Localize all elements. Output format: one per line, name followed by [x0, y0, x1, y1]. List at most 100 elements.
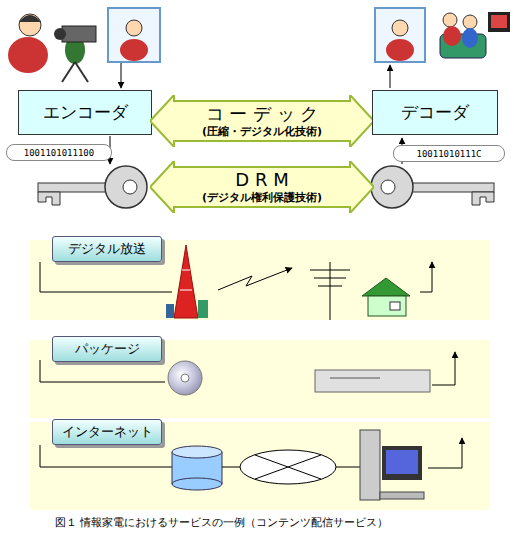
- tripod-leg: [75, 62, 88, 82]
- decoder-box: デコーダ: [372, 90, 498, 135]
- flow-line: [40, 445, 172, 467]
- flow-line: [40, 262, 172, 292]
- wire: [222, 467, 240, 468]
- disc: [168, 361, 202, 395]
- node-text: エンコーダ: [43, 101, 128, 124]
- viewers: [440, 12, 510, 58]
- service-label: デジタル放送: [52, 236, 162, 262]
- person-head: [126, 20, 142, 36]
- network-ellipse: [240, 450, 336, 484]
- house-roof: [362, 278, 410, 296]
- data-bubble: 1001101011100: [6, 144, 112, 161]
- building: [198, 300, 208, 318]
- figure-caption: 図１ 情報家電におけるサービスの一例（コンテンツ配信サービス）: [55, 515, 389, 530]
- person-body: [443, 26, 461, 46]
- antenna-element: [318, 286, 342, 287]
- person-head: [463, 15, 477, 29]
- antenna-mast: [330, 262, 331, 320]
- tv: [488, 12, 510, 32]
- arrow: [390, 65, 391, 88]
- node-text: インターネット: [62, 423, 153, 441]
- tower: [174, 245, 198, 318]
- antenna-element: [314, 278, 346, 279]
- house: [362, 278, 410, 316]
- key-head: [105, 166, 147, 208]
- disc-slot: [330, 378, 380, 379]
- monitor-screen: [386, 450, 418, 474]
- key-head: [371, 166, 413, 208]
- frame: [375, 8, 425, 62]
- cylinder-side: [222, 452, 223, 484]
- arrow: [121, 63, 122, 88]
- key-teeth: [38, 192, 60, 205]
- house-window: [390, 302, 400, 310]
- person-head: [19, 14, 41, 36]
- node-subtext: (デジタル権利保護技術): [202, 191, 322, 205]
- keyboard: [380, 492, 424, 499]
- cylinder-bottom: [172, 478, 222, 490]
- person-head: [443, 13, 457, 27]
- key-shaft: [38, 183, 108, 192]
- person-body: [462, 28, 478, 48]
- cylinder-side: [172, 452, 173, 484]
- node-text: コ ー デ ッ ク: [206, 103, 319, 125]
- person-hair: [19, 15, 41, 22]
- person-body: [8, 37, 48, 73]
- data-bubble: 10011010111C: [393, 145, 505, 162]
- broadcast-tower: [166, 245, 208, 318]
- computer: [360, 430, 424, 500]
- cylinder-top: [172, 446, 222, 458]
- service-band: [30, 340, 490, 418]
- picture-frame: [375, 8, 425, 62]
- tripod-leg: [62, 62, 75, 82]
- picture-frame: [108, 8, 160, 62]
- person-body: [120, 39, 148, 61]
- tv-screen: [491, 15, 507, 28]
- arrow: [432, 352, 455, 385]
- network-line: [255, 455, 321, 479]
- key-hole: [381, 180, 395, 194]
- node-text: 10011010111C: [416, 149, 481, 159]
- server-storage: [172, 446, 222, 490]
- pc-tower: [360, 430, 380, 500]
- node-text: デコーダ: [401, 101, 469, 124]
- person-body: [386, 39, 414, 61]
- node-text: パッケージ: [75, 340, 140, 358]
- arrow-outline: [150, 95, 374, 147]
- key-shaft: [410, 183, 494, 192]
- tower-bar: [180, 290, 192, 291]
- arrow-outline: [150, 161, 374, 213]
- dvd-player: [315, 370, 430, 392]
- encoder-box: エンコーダ: [18, 90, 152, 135]
- camera: [62, 26, 96, 42]
- service-band: [30, 422, 490, 510]
- camera-operator: [8, 14, 96, 82]
- person-head: [392, 20, 408, 36]
- service-label: パッケージ: [52, 336, 162, 362]
- frame: [108, 8, 160, 62]
- antenna-element: [310, 270, 350, 271]
- tower-bar: [182, 270, 190, 271]
- network-line: [255, 455, 321, 479]
- antenna: [310, 262, 350, 320]
- monitor: [382, 446, 422, 480]
- key: [371, 166, 494, 208]
- camera-lens: [54, 28, 66, 40]
- building: [166, 304, 174, 318]
- node-subtext: (圧縮・デジタル化技術): [202, 125, 322, 139]
- key-teeth: [472, 192, 494, 205]
- service-band: [30, 240, 490, 320]
- codec-arrow: コ ー デ ッ ク(圧縮・デジタル化技術): [150, 95, 374, 147]
- service-label: インターネット: [52, 419, 162, 445]
- node-text: 1001101011100: [24, 148, 94, 158]
- flow-line: [40, 360, 165, 382]
- arrow: [428, 438, 462, 468]
- house-wall: [368, 296, 406, 316]
- disc-hole: [181, 374, 189, 382]
- key: [38, 166, 147, 208]
- drm-arrow: D R M(デジタル権利保護技術): [150, 161, 374, 213]
- node-text: D R M: [235, 169, 288, 191]
- arrow: [420, 262, 432, 292]
